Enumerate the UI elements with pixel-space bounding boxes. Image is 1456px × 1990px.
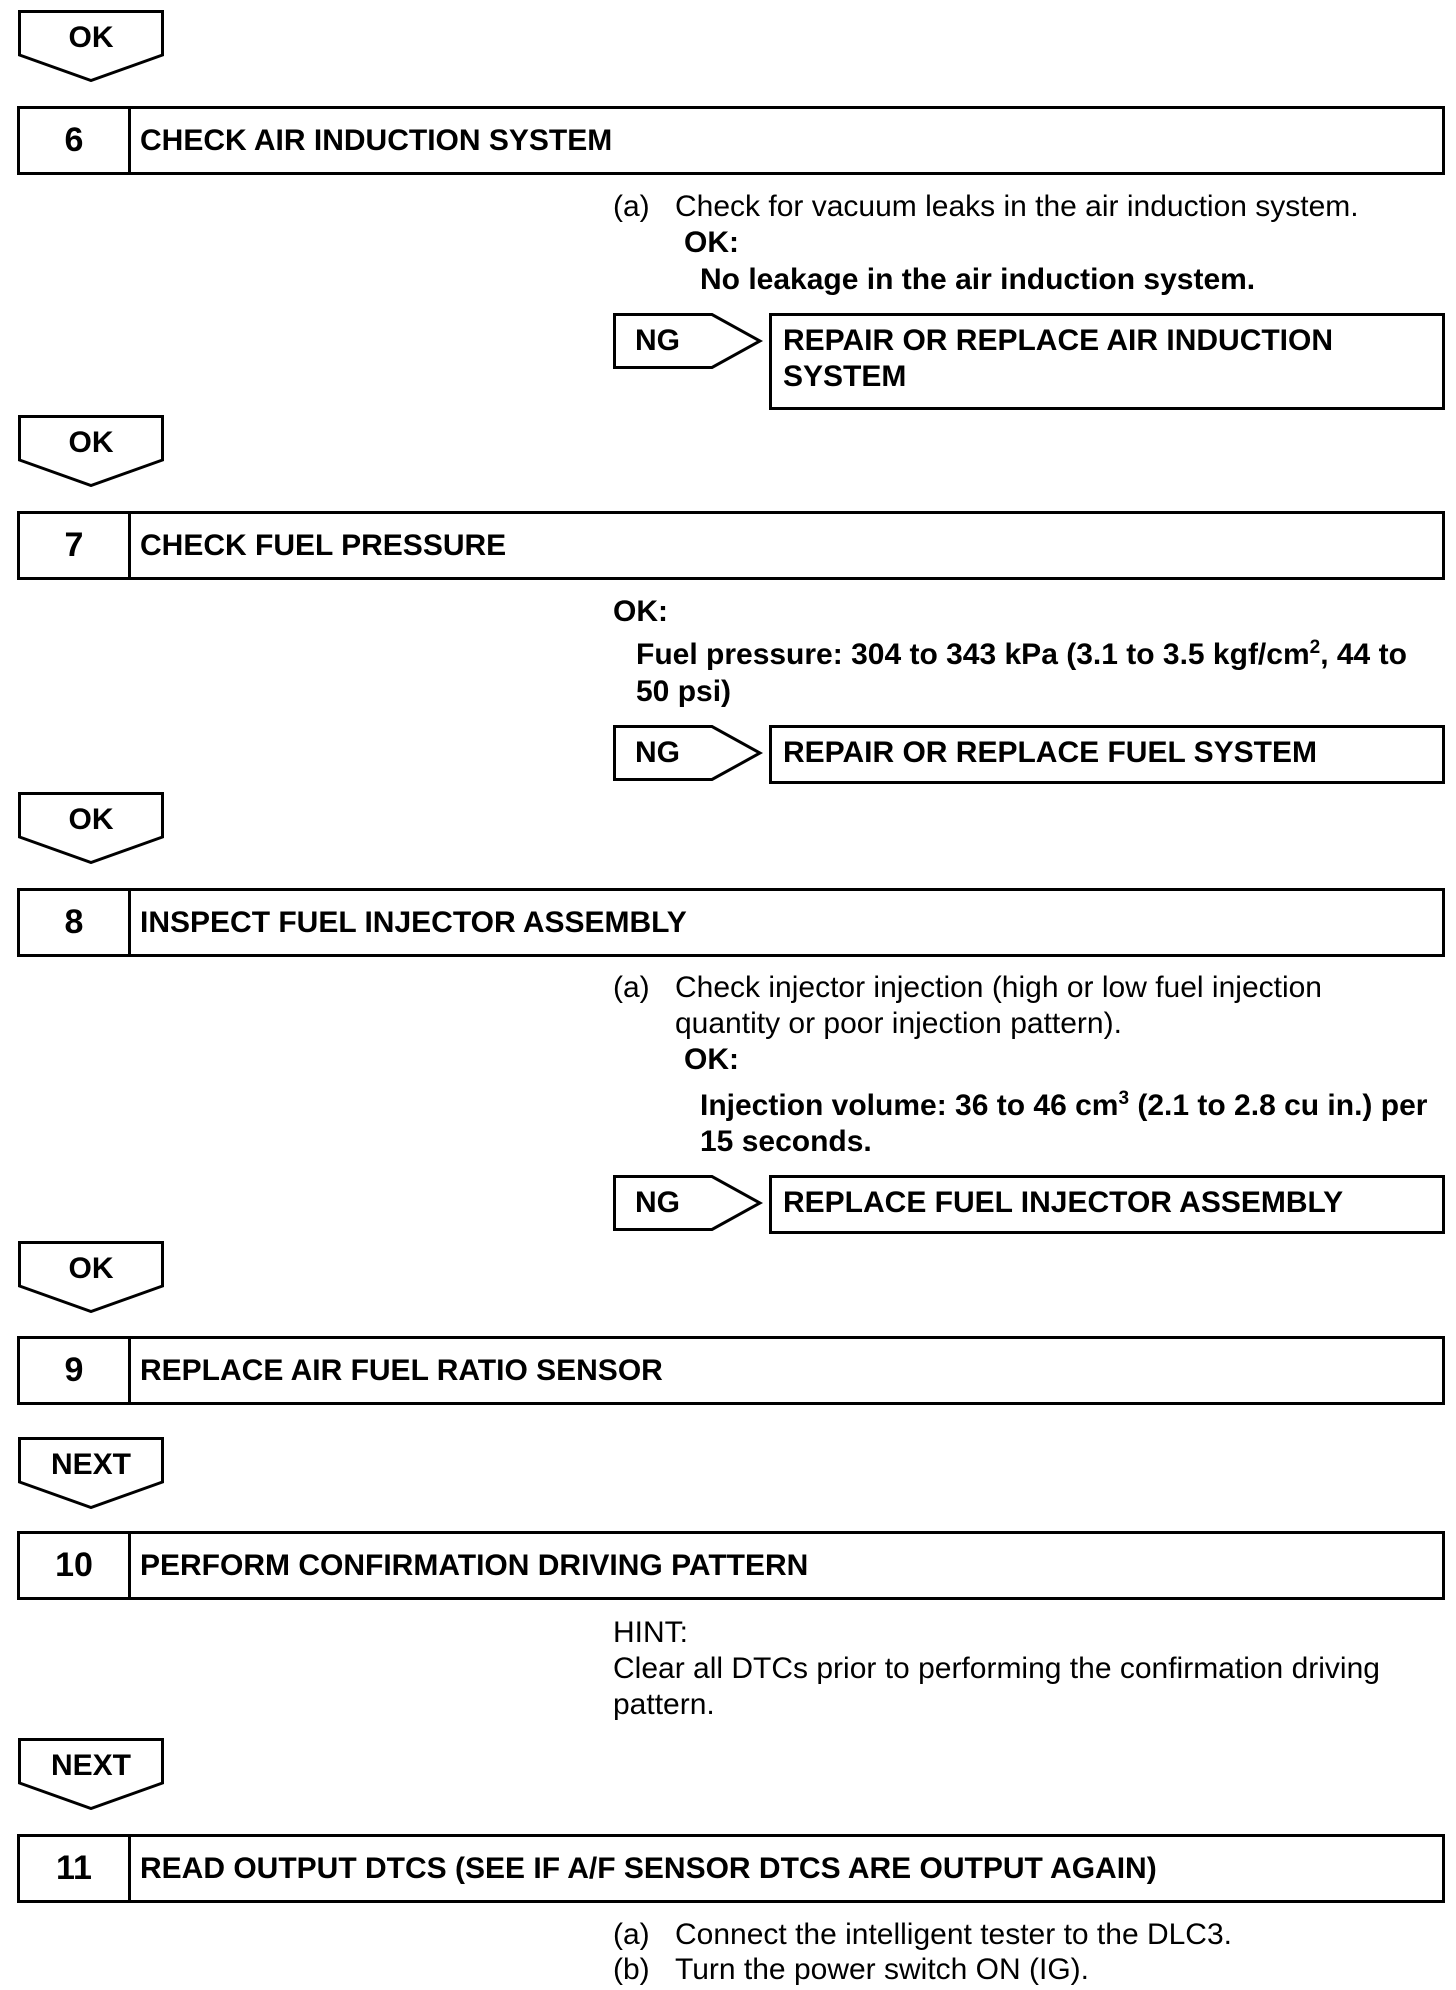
step-8-header: 8 INSPECT FUEL INJECTOR ASSEMBLY bbox=[17, 888, 1445, 957]
instruction-marker: (a) bbox=[613, 190, 650, 223]
spec-superscript: 3 bbox=[1118, 1088, 1130, 1109]
spec-text: 50 psi) bbox=[636, 675, 732, 708]
step-title: READ OUTPUT DTCS (SEE IF A/F SENSOR DTCS… bbox=[140, 1851, 1157, 1885]
instruction-text: Check injector injection (high or low fu… bbox=[675, 971, 1322, 1004]
connector-next: NEXT bbox=[18, 1437, 164, 1509]
step-title: REPLACE AIR FUEL RATIO SENSOR bbox=[140, 1353, 663, 1387]
connector-label: OK bbox=[68, 1252, 114, 1285]
spec-label: OK: bbox=[684, 226, 739, 259]
step-11-header: 11 READ OUTPUT DTCS (SEE IF A/F SENSOR D… bbox=[17, 1834, 1445, 1903]
step-number: 8 bbox=[20, 891, 131, 954]
down-arrow-icon bbox=[18, 1738, 164, 1810]
ng-result-line: SYSTEM bbox=[783, 360, 907, 393]
down-arrow-icon bbox=[18, 1241, 164, 1313]
hint-text: Clear all DTCs prior to performing the c… bbox=[613, 1652, 1380, 1685]
step-number: 6 bbox=[20, 109, 131, 172]
step-title: INSPECT FUEL INJECTOR ASSEMBLY bbox=[140, 905, 687, 939]
spec-text: No leakage in the air induction system. bbox=[700, 263, 1256, 296]
step-number: 9 bbox=[20, 1339, 131, 1402]
connector-ok: OK bbox=[18, 10, 164, 82]
step-10-header: 10 PERFORM CONFIRMATION DRIVING PATTERN bbox=[17, 1531, 1445, 1600]
instruction-text: Connect the intelligent tester to the DL… bbox=[675, 1918, 1232, 1951]
step-9-header: 9 REPLACE AIR FUEL RATIO SENSOR bbox=[17, 1336, 1445, 1405]
right-arrow-icon bbox=[613, 1175, 763, 1231]
ng-label: NG bbox=[635, 1186, 680, 1219]
ng-arrow: NG bbox=[613, 313, 763, 369]
connector-next: NEXT bbox=[18, 1738, 164, 1810]
instruction-marker: (a) bbox=[613, 971, 650, 1004]
spec-text-part: Fuel pressure: 304 to 343 kPa (3.1 to 3.… bbox=[636, 638, 1310, 671]
down-arrow-icon bbox=[18, 1437, 164, 1509]
step-title: PERFORM CONFIRMATION DRIVING PATTERN bbox=[140, 1548, 809, 1582]
ng-result-line: REPLACE FUEL INJECTOR ASSEMBLY bbox=[783, 1186, 1344, 1219]
ng-result-line: REPAIR OR REPLACE AIR INDUCTION bbox=[783, 324, 1334, 357]
spec-text-part: Injection volume: 36 to 46 cm bbox=[700, 1089, 1119, 1122]
ng-result-box: REPLACE FUEL INJECTOR ASSEMBLY bbox=[769, 1175, 1445, 1234]
step-6-header: 6 CHECK AIR INDUCTION SYSTEM bbox=[17, 106, 1445, 175]
hint-text: pattern. bbox=[613, 1688, 715, 1721]
connector-label: OK bbox=[68, 21, 114, 54]
ng-result-box: REPAIR OR REPLACE FUEL SYSTEM bbox=[769, 725, 1445, 784]
down-arrow-icon bbox=[18, 10, 164, 82]
connector-label: OK bbox=[68, 426, 114, 459]
right-arrow-icon bbox=[613, 313, 763, 369]
spec-text: Injection volume: 36 to 46 cm3 (2.1 to 2… bbox=[700, 1088, 1427, 1124]
step-number: 10 bbox=[20, 1534, 131, 1597]
instruction-text: Turn the power switch ON (IG). bbox=[675, 1953, 1089, 1986]
spec-text: Fuel pressure: 304 to 343 kPa (3.1 to 3.… bbox=[636, 637, 1407, 673]
spec-text-part: , 44 to bbox=[1320, 638, 1407, 671]
instruction-text: quantity or poor injection pattern). bbox=[675, 1007, 1122, 1040]
ng-result-line: REPAIR OR REPLACE FUEL SYSTEM bbox=[783, 736, 1317, 769]
ng-label: NG bbox=[635, 324, 680, 357]
ng-arrow: NG bbox=[613, 1175, 763, 1231]
connector-ok: OK bbox=[18, 792, 164, 864]
spec-label: OK: bbox=[613, 595, 668, 628]
right-arrow-icon bbox=[613, 725, 763, 781]
ng-result-box: REPAIR OR REPLACE AIR INDUCTION SYSTEM bbox=[769, 313, 1445, 410]
ng-arrow: NG bbox=[613, 725, 763, 781]
step-title: CHECK AIR INDUCTION SYSTEM bbox=[140, 123, 613, 157]
spec-superscript: 2 bbox=[1309, 637, 1321, 658]
step-number: 7 bbox=[20, 514, 131, 577]
spec-text-part: (2.1 to 2.8 cu in.) per bbox=[1129, 1089, 1428, 1122]
ng-label: NG bbox=[635, 736, 680, 769]
spec-label: OK: bbox=[684, 1043, 739, 1076]
connector-ok: OK bbox=[18, 415, 164, 487]
instruction-text: Check for vacuum leaks in the air induct… bbox=[675, 190, 1359, 223]
spec-text: 15 seconds. bbox=[700, 1125, 872, 1158]
connector-label: NEXT bbox=[50, 1448, 131, 1481]
instruction-marker: (a) bbox=[613, 1918, 650, 1951]
step-title: CHECK FUEL PRESSURE bbox=[140, 528, 507, 562]
instruction-marker: (b) bbox=[613, 1953, 650, 1986]
down-arrow-icon bbox=[18, 415, 164, 487]
connector-label: NEXT bbox=[50, 1749, 131, 1782]
step-number: 11 bbox=[20, 1837, 131, 1900]
connector-label: OK bbox=[68, 803, 114, 836]
connector-ok: OK bbox=[18, 1241, 164, 1313]
hint-label: HINT: bbox=[613, 1616, 688, 1649]
down-arrow-icon bbox=[18, 792, 164, 864]
step-7-header: 7 CHECK FUEL PRESSURE bbox=[17, 511, 1445, 580]
